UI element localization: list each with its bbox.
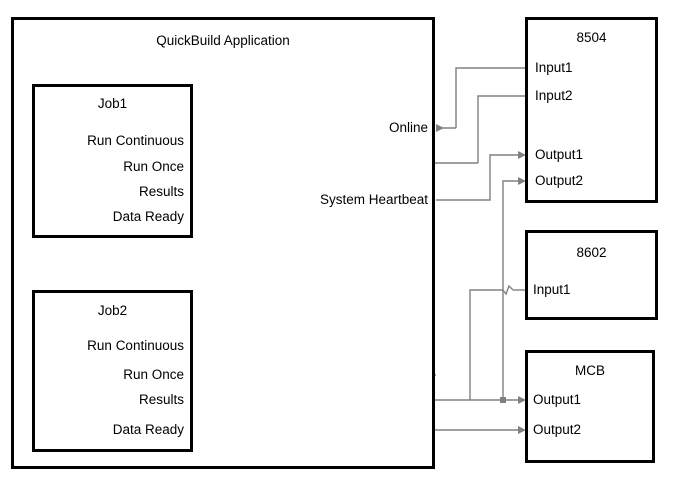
job1-port-run-once: Run Once bbox=[123, 159, 184, 174]
wire-8602-input1-hop bbox=[497, 284, 514, 296]
job2-port-run-once: Run Once bbox=[123, 367, 184, 382]
container-signal-system-heartbeat: System Heartbeat bbox=[319, 192, 428, 207]
wire-8602-input1-left bbox=[469, 289, 497, 400]
device-mcb-port-output1: Output1 bbox=[533, 392, 582, 407]
job1-title: Job1 bbox=[97, 96, 128, 111]
wire-8504-output2 bbox=[502, 177, 526, 400]
wire-8504-input2 bbox=[477, 95, 525, 163]
quickbuild-application-title: QuickBuild Application bbox=[156, 33, 290, 48]
device-8504-box bbox=[525, 17, 658, 203]
job2-title: Job2 bbox=[97, 303, 128, 318]
device-8504-title: 8504 bbox=[576, 30, 607, 45]
job2-port-data-ready: Data Ready bbox=[112, 422, 184, 437]
device-mcb-title: MCB bbox=[575, 363, 605, 378]
job1-port-results: Results bbox=[138, 184, 184, 199]
wire-junction-dot bbox=[500, 397, 506, 403]
job2-port-run-continuous: Run Continuous bbox=[87, 338, 184, 353]
device-8504-port-output2: Output2 bbox=[535, 173, 584, 188]
job1-port-data-ready: Data Ready bbox=[112, 209, 184, 224]
job2-port-results: Results bbox=[138, 392, 184, 407]
job1-box bbox=[32, 84, 193, 238]
device-8602-title: 8602 bbox=[576, 245, 607, 260]
device-mcb-box bbox=[525, 350, 655, 463]
container-signal-online: Online bbox=[388, 120, 428, 135]
job1-port-run-continuous: Run Continuous bbox=[87, 133, 184, 148]
device-8504-port-input2: Input2 bbox=[535, 88, 573, 103]
device-8504-port-output1: Output1 bbox=[535, 147, 584, 162]
device-mcb-port-output2: Output2 bbox=[533, 422, 582, 437]
device-8602-box bbox=[525, 230, 658, 320]
device-8504-port-input1: Input1 bbox=[535, 60, 573, 75]
wire-8504-input1 bbox=[455, 67, 525, 128]
device-8602-port-input1: Input1 bbox=[533, 282, 571, 297]
wire-system-heartbeat bbox=[436, 151, 526, 201]
job2-box bbox=[32, 290, 193, 452]
